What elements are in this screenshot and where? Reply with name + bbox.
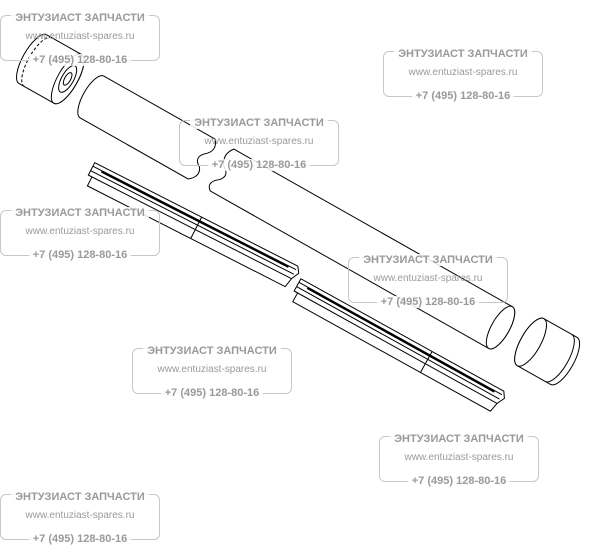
watermark-url: www.entuziast-spares.ru: [25, 510, 135, 521]
watermark: ЭНТУЗИАСТ ЗАПЧАСТИ www.entuziast-spares.…: [0, 207, 160, 261]
rail-lower-section: [292, 278, 505, 412]
watermark: ЭНТУЗИАСТ ЗАПЧАСТИ www.entuziast-spares.…: [179, 117, 339, 171]
watermark-url: www.entuziast-spares.ru: [204, 136, 314, 147]
watermark-url: www.entuziast-spares.ru: [25, 226, 135, 237]
watermark-phone: +7 (495) 128-80-16: [407, 475, 511, 487]
watermark-phone: +7 (495) 128-80-16: [376, 296, 480, 308]
watermark: ЭНТУЗИАСТ ЗАПЧАСТИ www.entuziast-spares.…: [0, 12, 160, 66]
watermark-heading: ЭНТУЗИАСТ ЗАПЧАСТИ: [390, 433, 528, 445]
watermark-url: www.entuziast-spares.ru: [404, 452, 514, 463]
watermark-url: www.entuziast-spares.ru: [157, 364, 267, 375]
watermark: ЭНТУЗИАСТ ЗАПЧАСТИ www.entuziast-spares.…: [379, 433, 539, 487]
watermark-heading: ЭНТУЗИАСТ ЗАПЧАСТИ: [11, 12, 149, 24]
watermark: ЭНТУЗИАСТ ЗАПЧАСТИ www.entuziast-spares.…: [132, 345, 292, 399]
watermark-phone: +7 (495) 128-80-16: [411, 90, 515, 102]
watermark-phone: +7 (495) 128-80-16: [28, 533, 132, 545]
left-end-cap: [16, 33, 85, 105]
watermark-phone: +7 (495) 128-80-16: [160, 387, 264, 399]
watermark: ЭНТУЗИАСТ ЗАПЧАСТИ www.entuziast-spares.…: [0, 491, 160, 545]
watermark-heading: ЭНТУЗИАСТ ЗАПЧАСТИ: [190, 117, 328, 129]
rail-upper-section: [86, 161, 300, 288]
watermark-url: www.entuziast-spares.ru: [408, 67, 518, 78]
watermark-heading: ЭНТУЗИАСТ ЗАПЧАСТИ: [394, 48, 532, 60]
watermark-heading: ЭНТУЗИАСТ ЗАПЧАСТИ: [143, 345, 281, 357]
watermark-heading: ЭНТУЗИАСТ ЗАПЧАСТИ: [11, 207, 149, 219]
watermark-phone: +7 (495) 128-80-16: [207, 159, 311, 171]
watermark: ЭНТУЗИАСТ ЗАПЧАСТИ www.entuziast-spares.…: [348, 254, 508, 308]
watermark-url: www.entuziast-spares.ru: [373, 273, 483, 284]
watermark-url: www.entuziast-spares.ru: [25, 31, 135, 42]
right-end-cap: [514, 317, 581, 386]
watermark: ЭНТУЗИАСТ ЗАПЧАСТИ www.entuziast-spares.…: [383, 48, 543, 102]
watermark-phone: +7 (495) 128-80-16: [28, 54, 132, 66]
tube-upper-section: [77, 75, 217, 180]
watermark-phone: +7 (495) 128-80-16: [28, 249, 132, 261]
watermark-heading: ЭНТУЗИАСТ ЗАПЧАСТИ: [11, 491, 149, 503]
watermark-heading: ЭНТУЗИАСТ ЗАПЧАСТИ: [359, 254, 497, 266]
